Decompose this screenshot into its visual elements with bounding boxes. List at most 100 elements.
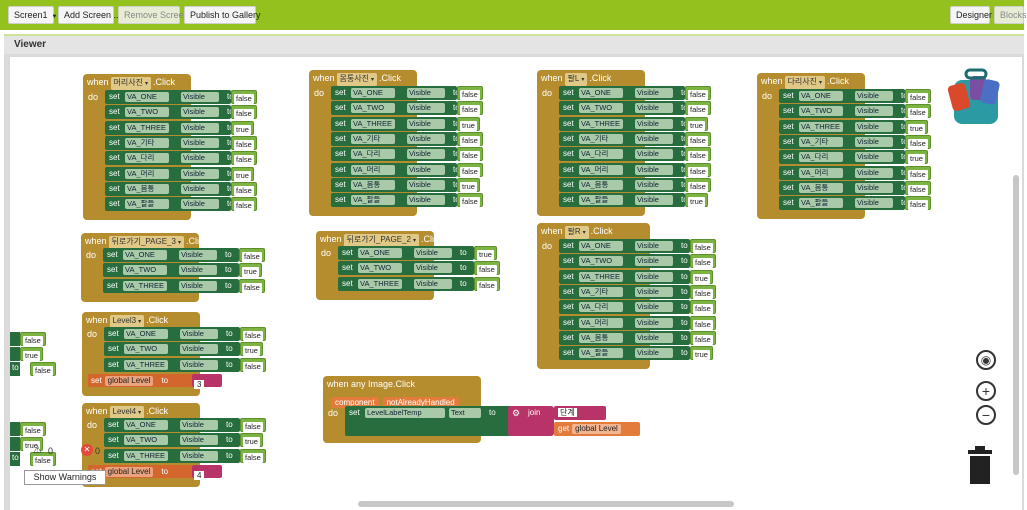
- boolean-block[interactable]: false: [231, 197, 257, 212]
- boolean-value[interactable]: false: [460, 166, 480, 177]
- boolean-value[interactable]: true: [693, 350, 710, 361]
- component-select[interactable]: VA_THREE: [124, 450, 168, 461]
- boolean-value[interactable]: false: [460, 105, 480, 116]
- horizontal-scrollbar[interactable]: [358, 501, 734, 507]
- property-select[interactable]: Visible: [180, 344, 218, 355]
- recenter-icon[interactable]: ◉: [976, 350, 996, 370]
- fragment-boolean-value[interactable]: true: [23, 351, 40, 361]
- boolean-block[interactable]: false: [457, 131, 483, 146]
- property-select[interactable]: Visible: [635, 317, 673, 328]
- property-select[interactable]: Visible: [179, 265, 217, 276]
- boolean-value[interactable]: false: [477, 265, 497, 276]
- boolean-block[interactable]: false: [240, 327, 266, 341]
- boolean-value[interactable]: false: [688, 135, 708, 146]
- boolean-block[interactable]: false: [690, 300, 716, 315]
- boolean-value[interactable]: false: [693, 258, 713, 269]
- property-select[interactable]: Visible: [181, 122, 219, 133]
- component-dropdown[interactable]: 뒤로가기_PAGE_2▾: [343, 234, 419, 247]
- component-select[interactable]: VA_팔들: [579, 195, 623, 206]
- component-select[interactable]: VA_ONE: [124, 329, 168, 339]
- boolean-value[interactable]: false: [234, 185, 254, 196]
- property-select[interactable]: Visible: [414, 263, 452, 274]
- boolean-value[interactable]: false: [688, 166, 708, 177]
- component-select[interactable]: VA_다리: [125, 153, 169, 164]
- show-warnings-button[interactable]: Show Warnings: [24, 470, 106, 485]
- property-select[interactable]: Visible: [855, 152, 893, 163]
- vertical-scrollbar[interactable]: [1013, 175, 1019, 475]
- boolean-block[interactable]: true: [685, 193, 708, 208]
- boolean-block[interactable]: false: [231, 90, 257, 104]
- component-select[interactable]: VA_다리: [579, 149, 623, 160]
- boolean-block[interactable]: false: [240, 448, 266, 463]
- component-select[interactable]: VA_기타: [579, 286, 623, 297]
- property-select[interactable]: Visible: [635, 88, 673, 98]
- component-dropdown[interactable]: 뒤로가기_PAGE_3▾: [108, 236, 184, 249]
- boolean-value[interactable]: true: [693, 273, 710, 284]
- boolean-value[interactable]: false: [460, 151, 480, 162]
- trash-icon[interactable]: [966, 446, 994, 484]
- property-select[interactable]: Visible: [635, 302, 673, 313]
- property-select[interactable]: Visible: [635, 195, 673, 206]
- boolean-value[interactable]: false: [693, 304, 713, 315]
- property-select[interactable]: Visible: [855, 136, 893, 147]
- boolean-value[interactable]: false: [243, 361, 263, 372]
- component-select[interactable]: VA_기타: [579, 133, 623, 144]
- property-select[interactable]: Visible: [635, 103, 673, 114]
- fragment-boolean-value[interactable]: false: [23, 336, 43, 346]
- fragment-boolean[interactable]: false: [30, 362, 56, 376]
- component-select[interactable]: VA_ONE: [125, 92, 169, 102]
- boolean-value[interactable]: false: [460, 197, 480, 208]
- set-label-text-block[interactable]: set LevelLabelTemp Text to: [345, 406, 511, 436]
- property-select[interactable]: Visible: [180, 420, 218, 430]
- boolean-block[interactable]: false: [457, 193, 483, 208]
- number-value[interactable]: 3: [194, 379, 205, 389]
- property-select[interactable]: Visible: [635, 348, 673, 359]
- property-select[interactable]: Visible: [181, 137, 219, 148]
- zoom-out-icon[interactable]: −: [976, 405, 996, 425]
- boolean-value[interactable]: true: [460, 120, 477, 131]
- boolean-block[interactable]: false: [905, 180, 931, 195]
- boolean-value[interactable]: false: [477, 280, 497, 291]
- property-select[interactable]: Visible: [407, 133, 445, 144]
- component-select[interactable]: VA_다리: [799, 152, 843, 163]
- property-select[interactable]: Visible: [635, 271, 673, 282]
- boolean-block[interactable]: false: [474, 276, 500, 291]
- fragment-boolean-value[interactable]: false: [33, 366, 53, 376]
- text-literal-block[interactable]: 단계: [554, 406, 606, 420]
- global-variable-select[interactable]: global Level: [104, 375, 154, 386]
- property-select[interactable]: Visible: [181, 183, 219, 194]
- property-select[interactable]: Visible: [180, 329, 218, 339]
- component-select[interactable]: VA_ONE: [358, 248, 402, 258]
- boolean-block[interactable]: false: [685, 131, 711, 146]
- boolean-block[interactable]: false: [905, 196, 931, 211]
- component-dropdown[interactable]: 몸통사진▾: [336, 73, 377, 86]
- boolean-value[interactable]: true: [688, 120, 705, 131]
- boolean-value[interactable]: false: [234, 155, 254, 166]
- component-select[interactable]: VA_TWO: [579, 103, 623, 114]
- number-block[interactable]: 3: [192, 373, 222, 389]
- component-select[interactable]: VA_THREE: [124, 359, 168, 370]
- property-select[interactable]: Visible: [181, 199, 219, 210]
- boolean-value[interactable]: false: [693, 288, 713, 299]
- property-select[interactable]: Visible: [407, 118, 445, 129]
- component-select[interactable]: VA_ONE: [579, 88, 623, 98]
- boolean-value[interactable]: false: [908, 93, 928, 103]
- boolean-block[interactable]: false: [905, 134, 931, 149]
- property-select[interactable]: Visible: [407, 88, 445, 98]
